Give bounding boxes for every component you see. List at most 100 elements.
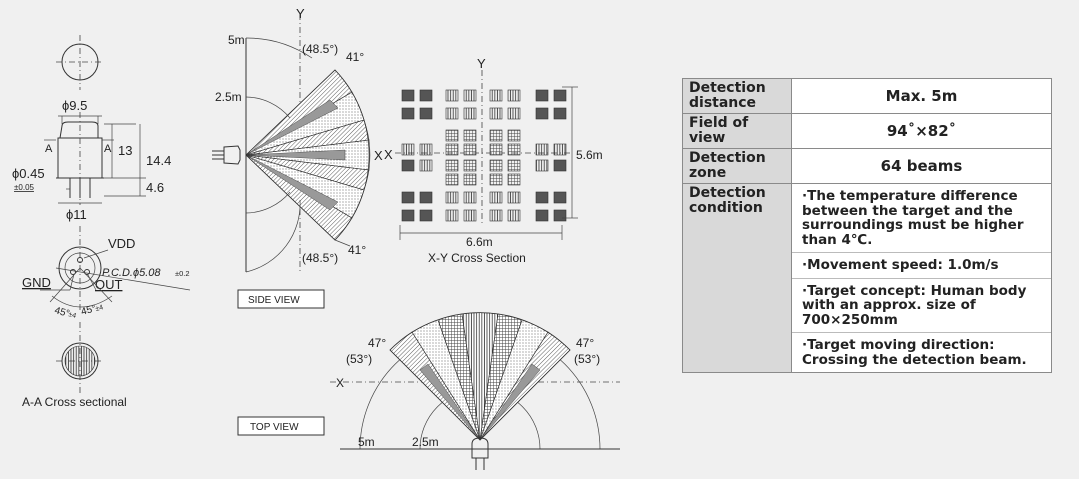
zone-cell xyxy=(401,107,415,120)
condition-item: ·Movement speed: 1.0m/s xyxy=(792,253,1051,279)
top-view-right-angle-alt: (53°) xyxy=(574,352,600,366)
spec-label: Field of view xyxy=(682,113,792,149)
pin-diameter-tolerance: ±0.05 xyxy=(14,183,35,192)
top-view-radius-2-5m: 2.5m xyxy=(412,435,439,449)
zone-cell xyxy=(489,107,503,120)
spec-row-detection-condition: Detection condition ·The temperature dif… xyxy=(682,183,1052,373)
zone-cell xyxy=(445,129,459,142)
zone-cell xyxy=(507,89,521,102)
top-view-x-axis-label: X xyxy=(336,376,344,390)
zone-cell xyxy=(419,159,433,172)
height-13-label: 13 xyxy=(118,143,132,158)
sensor-mechanical-drawing: ϕ9.5 A A 13 14.4 4.6 ϕ0.45 ±0.05 xyxy=(12,35,191,409)
spec-row-detection-zone: Detection zone 64 beams xyxy=(682,148,1052,184)
spec-row-field-of-view: Field of view 94˚×82˚ xyxy=(682,113,1052,149)
pin-gnd-label: GND xyxy=(22,275,51,290)
zone-cell xyxy=(507,191,521,204)
lens-cross-section-icon xyxy=(64,345,96,377)
angle-right-tolerance: ±4 xyxy=(95,304,104,313)
side-view-top-angle-alt: (48.5°) xyxy=(302,42,338,56)
zone-cell xyxy=(489,191,503,204)
zone-cell xyxy=(553,107,567,120)
pin-out-label: OUT xyxy=(95,277,123,292)
zone-cell xyxy=(419,89,433,102)
zone-cell xyxy=(463,129,477,142)
pcd-label: P.C.D.ϕ5.08 xyxy=(102,267,161,279)
zone-cell xyxy=(463,173,477,186)
spec-table: Detection distance Max. 5m Field of view… xyxy=(682,78,1052,373)
zone-cell xyxy=(507,129,521,142)
top-view-left-angle-alt: (53°) xyxy=(346,352,372,366)
condition-item: ·Target moving direction: Crossing the d… xyxy=(802,337,1027,368)
zone-cell xyxy=(553,209,567,222)
xy-width-label: 6.6m xyxy=(466,235,493,249)
zone-cell xyxy=(445,143,459,156)
top-view-beam-fan xyxy=(389,312,571,441)
side-view-x-axis-label: X xyxy=(374,148,383,163)
xy-x-axis-label: X xyxy=(384,147,393,162)
pin-diameter-label: ϕ0.45 xyxy=(12,166,45,181)
section-mark-left: A xyxy=(45,143,53,155)
zone-cell xyxy=(419,209,433,222)
top-view-radius-5m: 5m xyxy=(358,435,375,449)
pcd-tolerance: ±0.2 xyxy=(175,269,190,278)
zone-cell xyxy=(401,89,415,102)
zone-cell xyxy=(535,143,549,156)
side-view: Y X 5m 2.5m (48.5°) 41° (48.5°) 41° xyxy=(212,6,383,309)
side-view-bottom-angle: 41° xyxy=(348,243,366,257)
zone-cell xyxy=(401,191,415,204)
bottom-diameter-label: ϕ11 xyxy=(66,207,87,222)
zone-cell xyxy=(489,159,503,172)
zone-cell xyxy=(445,173,459,186)
condition-item: ·Target concept: Human body with an appr… xyxy=(792,279,1051,333)
height-14-4-label: 14.4 xyxy=(146,153,171,168)
zone-cell xyxy=(553,159,567,172)
side-view-top-angle: 41° xyxy=(346,50,364,64)
zone-cell xyxy=(507,107,521,120)
zone-cell xyxy=(553,89,567,102)
zone-cell xyxy=(401,209,415,222)
xy-y-axis-label: Y xyxy=(477,56,486,71)
side-view-radius-5m: 5m xyxy=(228,33,245,47)
angle-left-tolerance: ±4 xyxy=(67,311,76,320)
spec-label: Detection condition xyxy=(682,183,792,373)
spec-label: Detection distance xyxy=(682,78,792,114)
zone-cell xyxy=(463,209,477,222)
side-view-y-axis-label: Y xyxy=(296,6,305,21)
zone-cell xyxy=(507,173,521,186)
top-diameter-label: ϕ9.5 xyxy=(62,98,87,113)
section-caption: A-A Cross sectional xyxy=(22,395,127,409)
pin-vdd-label: VDD xyxy=(108,236,135,251)
height-4-6-label: 4.6 xyxy=(146,180,164,195)
zone-cell xyxy=(463,159,477,172)
angle-right-label: 45° xyxy=(80,303,97,318)
zone-cell xyxy=(535,191,549,204)
zone-cell xyxy=(553,191,567,204)
xy-height-label: 5.6m xyxy=(576,148,603,162)
xy-cross-section: Y X 5.6m 6.6m X-Y Cross Section xyxy=(384,56,603,265)
zone-cell xyxy=(507,143,521,156)
zone-cell xyxy=(419,143,433,156)
sensor-diagram: ϕ9.5 A A 13 14.4 4.6 ϕ0.45 ±0.05 xyxy=(12,6,620,470)
zone-cell xyxy=(463,191,477,204)
zone-cell xyxy=(489,143,503,156)
zone-cell xyxy=(535,107,549,120)
zone-cell xyxy=(401,143,415,156)
spec-value: 64 beams xyxy=(791,148,1052,184)
side-view-beam-fan xyxy=(245,69,371,241)
zone-cell xyxy=(463,89,477,102)
side-view-radius-2-5m: 2.5m xyxy=(215,90,242,104)
spec-table-body: Detection distance Max. 5m Field of view… xyxy=(682,78,1052,373)
detection-zone-grid xyxy=(401,89,567,222)
sensor-top-icon xyxy=(471,437,489,470)
zone-cell xyxy=(507,209,521,222)
top-view: X 47° (53°) 47° (53°) 5m 2.5m TOP VIEW xyxy=(237,312,620,470)
top-view-left-angle: 47° xyxy=(368,336,386,350)
zone-cell xyxy=(553,143,567,156)
zone-cell xyxy=(445,209,459,222)
spec-value: Max. 5m xyxy=(791,78,1052,114)
spec-value: 94˚×82˚ xyxy=(791,113,1052,149)
zone-cell xyxy=(445,107,459,120)
condition-item: ·The temperature difference between the … xyxy=(792,184,1051,253)
zone-cell xyxy=(535,159,549,172)
